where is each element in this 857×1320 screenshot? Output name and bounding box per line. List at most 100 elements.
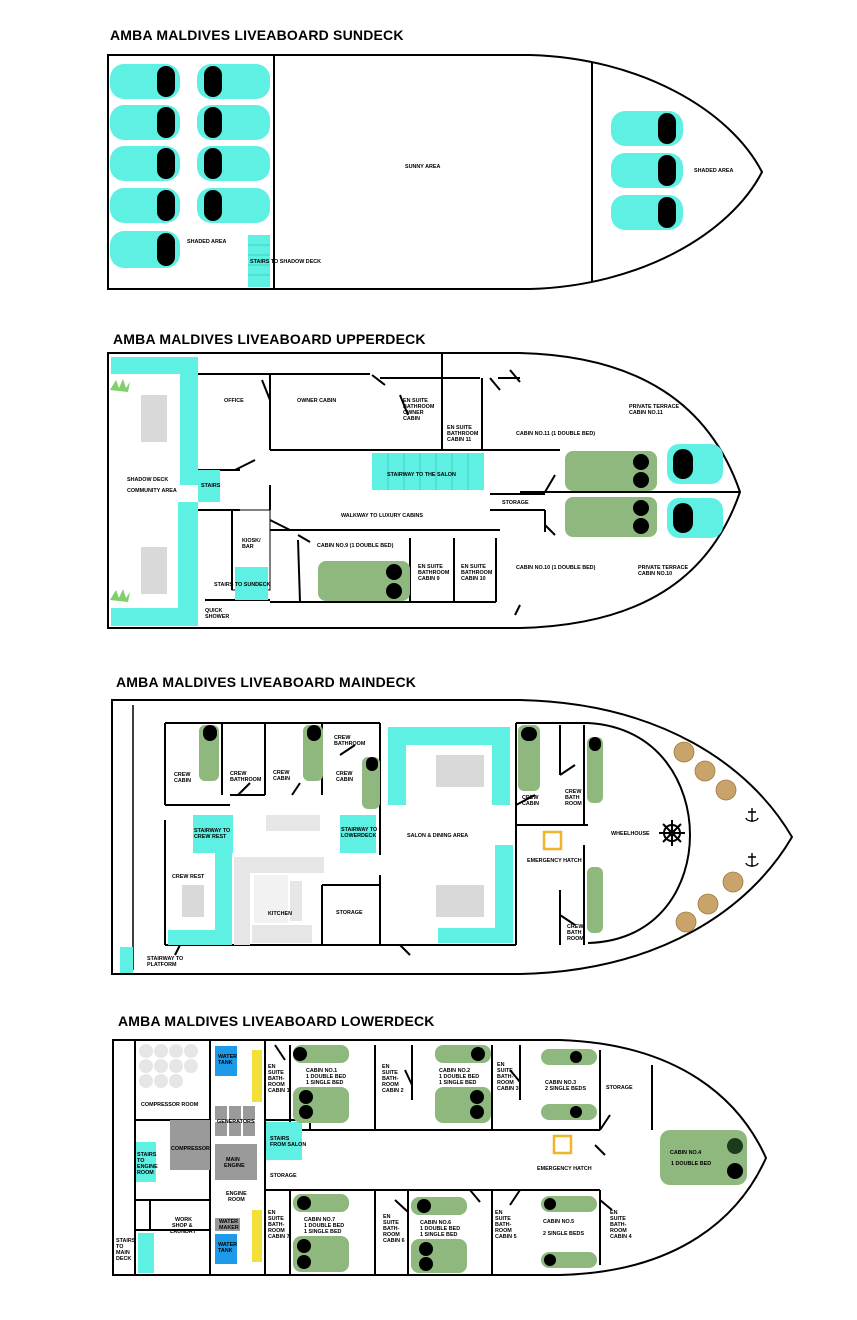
label-shadow-deck: SHADOW DECK [127, 477, 168, 483]
water-tank-1 [215, 1046, 237, 1076]
label-compressor: COMPRESSOR [171, 1146, 210, 1152]
label-sunny-area: SUNNY AREA [405, 164, 440, 170]
label-shaded-area-right: SHADED AREA [694, 168, 733, 174]
maindeck-title: AMBA MALDIVES LIVEABOARD MAINDECK [116, 674, 417, 690]
salon-bench-bottom [438, 845, 513, 943]
upperdeck-plan: SHADOW DECK COMMUNITY AREA STAIRS OFFICE… [107, 352, 742, 629]
label-office: OFFICE [224, 398, 244, 404]
bed-cabin-3-a [541, 1049, 597, 1065]
plant-icon [110, 379, 130, 602]
label-stairway-salon: STAIRWAY TO THE SALON [387, 472, 456, 478]
label-crew-rest: CREW REST [172, 874, 205, 880]
label-wheelhouse: WHEELHOUSE [611, 831, 650, 837]
compressor [170, 1120, 210, 1170]
bench-top [111, 357, 198, 485]
lowerdeck-section: AMBA MALDIVES LIVEABOARD LOWERDECK [0, 990, 857, 1320]
crew-rest-bench [168, 850, 232, 945]
ships-wheel-icon [659, 820, 685, 846]
label-stairs: STAIRS [201, 483, 221, 489]
main-engine [215, 1144, 257, 1180]
sundeck-title: AMBA MALDIVES LIVEABOARD SUNDECK [110, 27, 404, 43]
upperdeck-section: AMBA MALDIVES LIVEABOARD UPPERDECK [0, 310, 857, 645]
stairs-to-sundeck [235, 567, 268, 600]
salon-bench-top [388, 727, 510, 805]
stairway-to-crew-rest [193, 815, 233, 853]
label-generators: GENERATORS [217, 1119, 255, 1125]
stairway-to-the-salon [372, 453, 484, 490]
generators [215, 1106, 255, 1136]
label-cabin-11: CABIN NO.11 (1 DOUBLE BED) [516, 431, 595, 437]
round-tables [673, 741, 744, 933]
sundeck-section: AMBA MALDIVES LIVEABOARD SUNDECK SHADED … [0, 0, 857, 310]
label-kiosk: KIOSK/BAR [242, 538, 261, 550]
label-owner-cabin: OWNER CABIN [297, 398, 336, 404]
bed-cabin-1-single [293, 1045, 349, 1063]
label-storage-fwd: STORAGE [606, 1085, 633, 1091]
sundeck-hull [107, 54, 764, 290]
bed-cabin-5-a [541, 1196, 597, 1212]
stairs-upper [198, 470, 220, 502]
stairs-to-main-deck [138, 1233, 154, 1273]
scuba-tanks [139, 1044, 198, 1088]
label-salon: SALON & DINING AREA [407, 833, 468, 839]
label-compressor-room: COMPRESSOR ROOM [141, 1102, 199, 1108]
bunk-wheel-1 [587, 737, 603, 803]
bed-cabin-5-b [541, 1252, 597, 1268]
bunk-crew-4 [518, 725, 540, 791]
emergency-hatch-main [542, 830, 563, 851]
bunk-crew-3 [362, 757, 380, 809]
label-stairs-sundeck: STAIRS TO SUNDECK [214, 582, 271, 588]
label-storage-main: STORAGE [336, 910, 363, 916]
bed-cabin-2-double [435, 1087, 491, 1123]
label-kitchen: KITCHEN [268, 911, 292, 917]
water-maker [215, 1218, 240, 1231]
water-tank-2 [215, 1234, 237, 1264]
label-emergency-hatch-lower: EMERGENCY HATCH [537, 1166, 592, 1172]
bench-bottom [111, 502, 198, 626]
label-cabin-10: CABIN NO.10 (1 DOUBLE BED) [516, 565, 596, 571]
anchor-icon [745, 808, 759, 867]
stairs-to-shadow-deck [248, 235, 270, 287]
label-cabin-9: CABIN NO.9 (1 DOUBLE BED) [317, 543, 394, 549]
label-stairs-shadow-deck: STAIRS TO SHADOW DECK [250, 259, 321, 265]
label-storage-mid: STORAGE [270, 1173, 297, 1179]
label-community-area: COMMUNITY AREA [127, 488, 177, 494]
stairs-to-engine-room [136, 1142, 156, 1182]
label-storage: STORAGE [502, 500, 529, 506]
